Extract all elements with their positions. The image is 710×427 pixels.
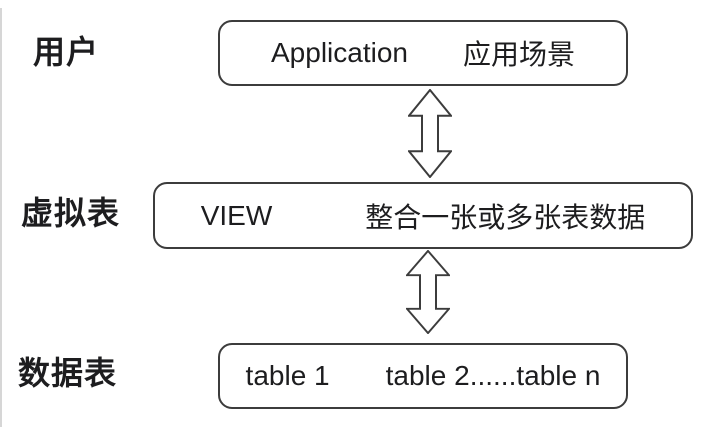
tables-box: table 1 table 2......table n [218, 343, 628, 409]
view-box-primary-text: VIEW [200, 199, 273, 231]
row-label-data-table: 数据表 [18, 355, 118, 391]
application-box-secondary-text: 应用场景 [462, 39, 575, 70]
row-label-user: 用户 [33, 34, 100, 70]
application-box-primary-text: Application [271, 37, 408, 68]
double-headed-vertical-arrow-icon [406, 250, 450, 334]
tables-box-secondary-text: table 2......table n [385, 360, 601, 391]
view-box-secondary-text: 整合一张或多张表数据 [365, 201, 646, 233]
double-headed-vertical-arrow-icon [408, 89, 452, 178]
view-box: VIEW 整合一张或多张表数据 [153, 182, 693, 249]
left-edge-artifact [0, 8, 2, 427]
row-label-virtual-table: 虚拟表 [21, 195, 121, 231]
tables-box-primary-text: table 1 [245, 360, 330, 391]
application-box: Application 应用场景 [218, 20, 628, 86]
